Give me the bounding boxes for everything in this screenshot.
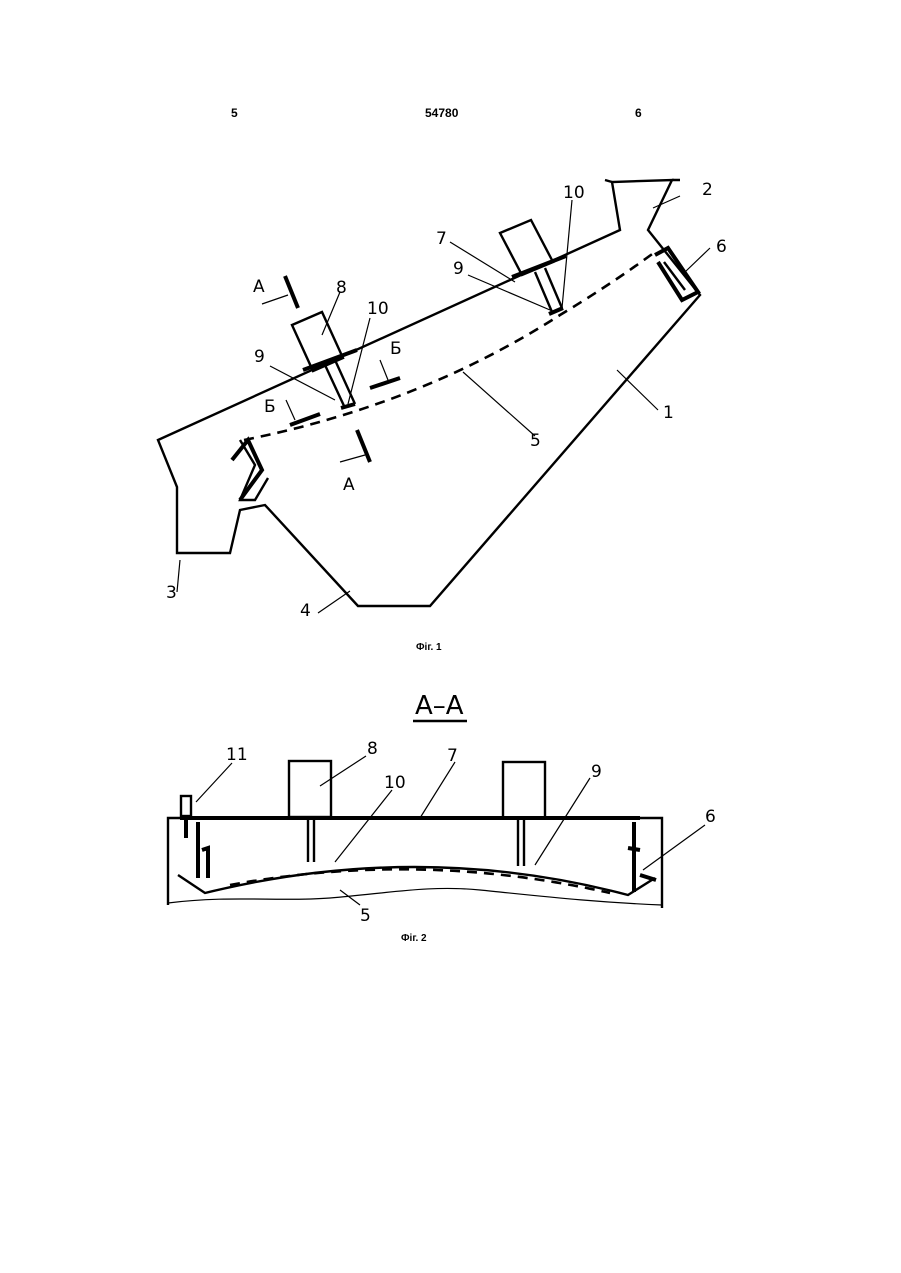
bolt-head <box>181 796 191 816</box>
post-left <box>308 820 314 862</box>
section-a-mark-top <box>285 276 298 308</box>
channel-right <box>628 822 656 892</box>
vibrator-plate-1 <box>303 350 357 370</box>
section-b-arrow-bottom <box>286 400 295 420</box>
vibrator-plate-2 <box>512 256 566 277</box>
sieve-dashed <box>244 252 655 440</box>
leader-lines-fig2 <box>196 756 705 905</box>
section-b-top: Б <box>390 339 402 359</box>
section-b-bottom: Б <box>264 397 276 417</box>
label-7: 7 <box>436 229 447 249</box>
figure-1-caption: Фіг. 1 <box>416 642 442 653</box>
vibrator-box-left <box>289 761 331 817</box>
label-3: 3 <box>166 583 177 603</box>
right-channel <box>655 248 698 300</box>
section-a-bottom: А <box>343 475 355 495</box>
section-a-top: А <box>253 277 265 297</box>
figure-2-caption: Фіг. 2 <box>401 933 427 944</box>
label-2: 2 <box>702 180 713 200</box>
label-10b: 10 <box>563 183 585 203</box>
label-4: 4 <box>300 601 311 621</box>
vibrator-box-right <box>503 762 545 818</box>
section-title: А–А <box>415 691 464 721</box>
leader-lines-fig1 <box>177 196 710 613</box>
fig2-label-11: 11 <box>226 745 248 765</box>
label-9b: 9 <box>453 259 464 279</box>
fig2-label-8: 8 <box>367 739 378 759</box>
fig2-label-10: 10 <box>384 773 406 793</box>
figure-1: 1 2 3 4 5 6 7 8 9 9 10 10 А А Б Б Фіг. 1 <box>158 180 727 653</box>
label-9a: 9 <box>254 347 265 367</box>
left-channel <box>232 440 262 500</box>
post-right <box>518 820 524 866</box>
break-line <box>168 888 662 905</box>
fig2-label-6: 6 <box>705 807 716 827</box>
figure-2: А–А 5 6 7 8 9 10 11 Фіг. 2 <box>168 691 716 944</box>
fig2-label-7: 7 <box>447 746 458 766</box>
vibrator-leg-1 <box>325 360 355 408</box>
fig2-label-5: 5 <box>360 906 371 926</box>
label-6: 6 <box>716 237 727 257</box>
channel-left <box>198 822 208 878</box>
section-b-mark-top <box>370 378 400 388</box>
section-a-arrow-top <box>262 295 288 304</box>
trough-frame <box>168 818 662 908</box>
label-10a: 10 <box>367 299 389 319</box>
vibrator-box-2 <box>500 220 553 275</box>
label-1: 1 <box>663 403 674 423</box>
section-b-arrow-top <box>380 360 388 380</box>
fig2-label-9: 9 <box>591 762 602 782</box>
section-a-arrow-bottom <box>340 455 365 462</box>
housing-outline <box>158 180 700 606</box>
label-8: 8 <box>336 278 347 298</box>
label-5: 5 <box>530 431 541 451</box>
